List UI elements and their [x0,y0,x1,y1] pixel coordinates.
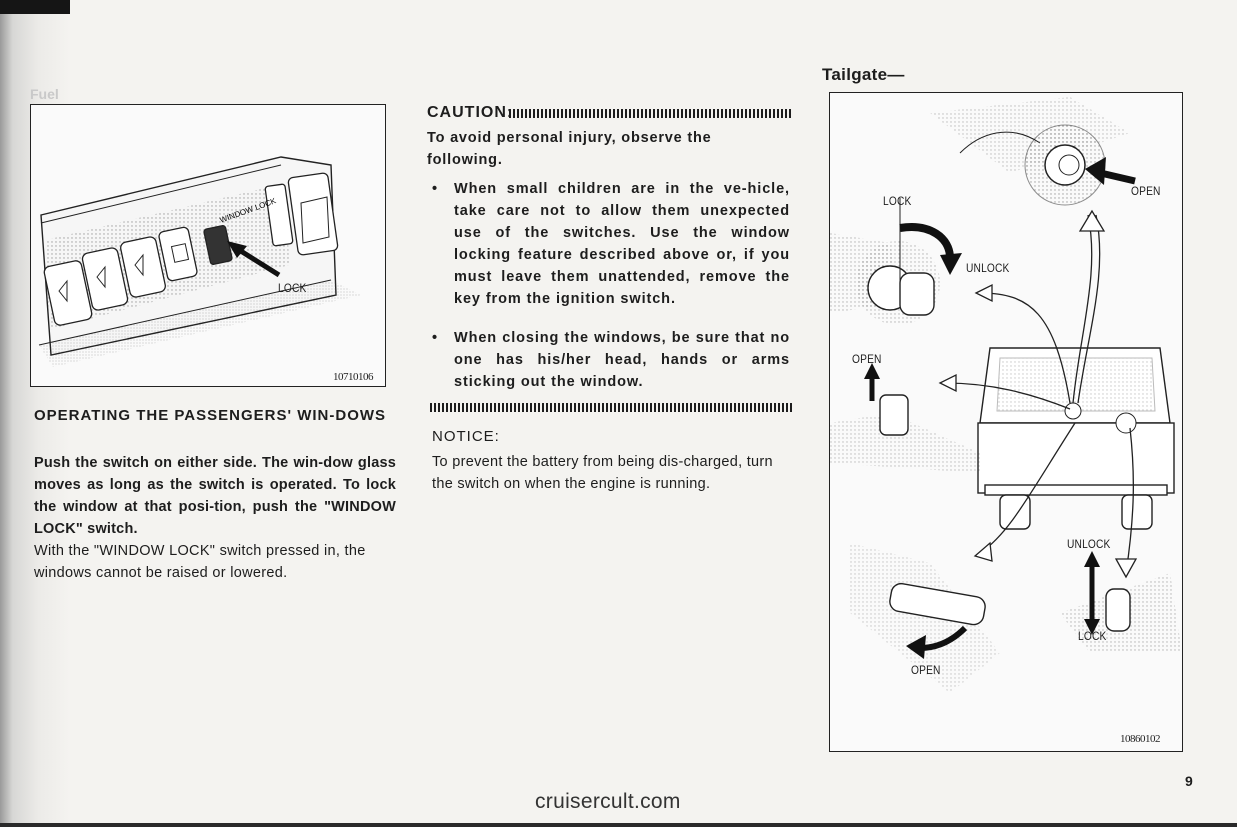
section-paragraph-2: With the "WINDOW LOCK" switch pressed in… [34,543,366,581]
caution-rule-bottom [430,403,792,412]
notice-text: To prevent the battery from being dis-ch… [432,454,773,492]
section-heading: OPERATING THE PASSENGERS' WIN-DOWS [34,407,387,424]
unlock-label-bottom: UNLOCK [1067,537,1111,551]
notice-title: NOTICE: [432,428,500,445]
open-label-bottom: OPEN [911,663,941,677]
page-corner-shadow [0,0,70,14]
open-label-top: OPEN [1131,184,1161,198]
tailgate-title: Tailgate— [822,65,905,84]
caution-bullet-1: When small children are in the ve-hicle,… [432,178,790,310]
tailgate-illustration [830,97,1182,693]
lock-label-bottom: LOCK [1078,629,1107,643]
tailgate-figure: OPEN LOCK UNLOCK OPEN UNLOCK LOCK OPEN 1… [829,92,1183,752]
caution-intro: To avoid personal injury, observe the fo… [427,130,712,168]
unlock-label-middle: UNLOCK [966,261,1010,275]
tailgate-figure-code: 10860102 [1120,733,1161,745]
lock-label: LOCK [278,281,307,295]
figure-code: 10710106 [333,371,374,383]
caution-title: CAUTION: [427,104,514,121]
page-bottom-edge [0,823,1237,827]
switch-panel-illustration: WINDOW LOCK [38,156,361,367]
open-label-left: OPEN [852,352,882,366]
lock-label-top: LOCK [883,194,912,208]
section-paragraph-1: Push the switch on either side. The win-… [34,455,396,537]
caution-bullet-2: When closing the windows, be sure that n… [432,327,790,393]
page-number: 9 [1185,773,1193,789]
caution-rule-top [509,109,791,118]
bleed-through-text: Fuel [30,86,59,102]
window-switch-figure: WINDOW LOCK LOCK 10710106 [30,104,386,387]
footer-watermark[interactable]: cruisercult.com [535,790,681,813]
